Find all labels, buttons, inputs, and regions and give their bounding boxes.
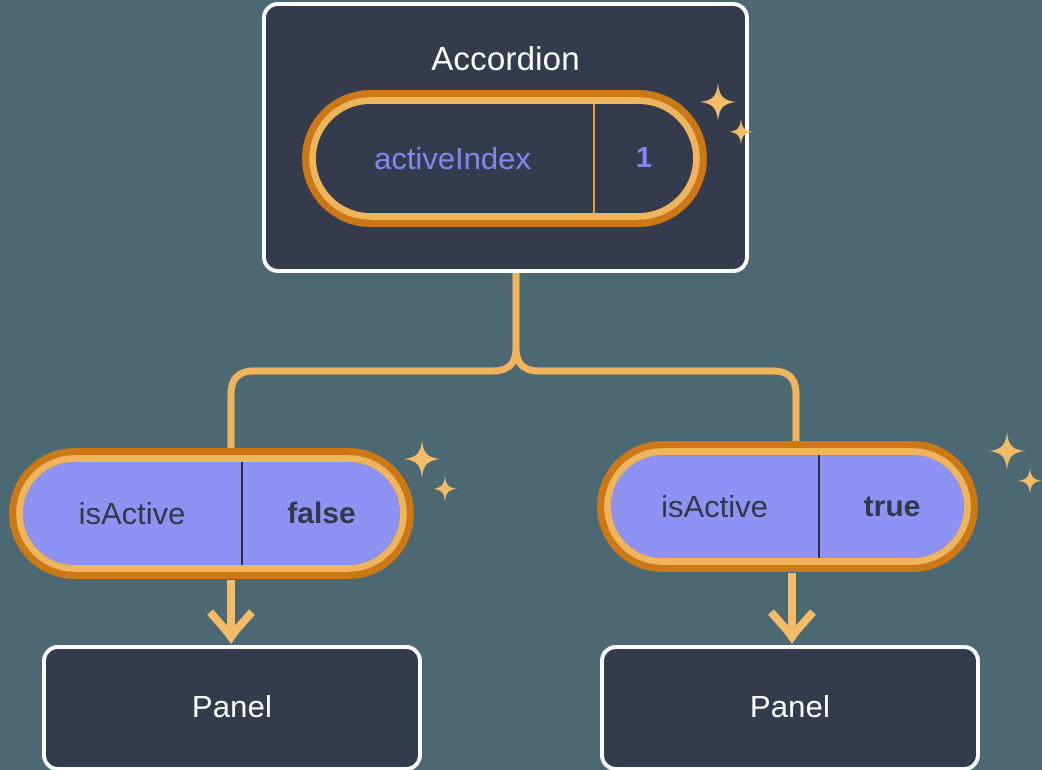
state-key-label: isActive (611, 455, 818, 558)
state-pill-active-index-wrapper: activeIndex 1 (302, 90, 707, 227)
sparkle-icon-small (433, 476, 457, 502)
sparkle-icon-large (989, 432, 1025, 470)
sparkle-icon-group-true (981, 432, 1042, 509)
state-pill-is-active-true[interactable]: isActive true (597, 441, 978, 572)
connector-branch-left (227, 347, 520, 455)
state-pill-is-active-false-wrapper: isActive false (9, 448, 414, 579)
state-key-label: isActive (23, 462, 241, 565)
sparkle-icon-large (404, 440, 440, 478)
state-pill-is-active-true-wrapper: isActive true (597, 441, 978, 572)
panel-label: Panel (749, 688, 831, 724)
page-title: Accordion (431, 40, 580, 77)
panel-label: Panel (191, 688, 273, 724)
state-pill-is-active-false[interactable]: isActive false (9, 448, 414, 579)
panel-component-card-left[interactable]: Panel (42, 645, 422, 770)
panel-component-card-right[interactable]: Panel (600, 645, 980, 770)
state-value-label: false (241, 462, 400, 565)
arrow-down-icon-right (767, 573, 817, 644)
state-value-label: 1 (593, 104, 693, 213)
arrow-down-icon-left (206, 580, 256, 644)
connector-branch-right (512, 347, 800, 450)
state-pill-active-index[interactable]: activeIndex 1 (302, 90, 707, 227)
state-key-label: activeIndex (316, 104, 593, 213)
state-value-label: true (818, 455, 964, 558)
sparkle-icon-small (1018, 468, 1042, 494)
